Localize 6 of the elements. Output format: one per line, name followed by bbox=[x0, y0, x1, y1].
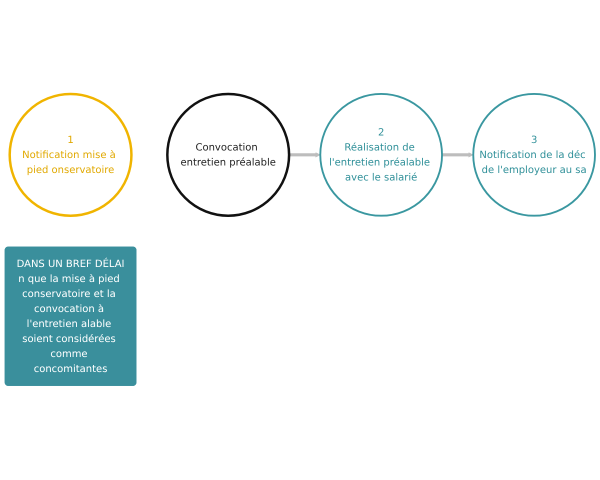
arrow bbox=[442, 152, 474, 158]
node-circle: 2 Réalisation de l'entretien préalable avec le salarié bbox=[319, 93, 443, 217]
node-circle: 3 Notification de la déc de l'employeur au sa bbox=[472, 93, 596, 217]
node-circle: 1 Notification mise à pied onservatoire bbox=[8, 92, 133, 218]
node-circle: Convocation entretien préalable bbox=[166, 92, 290, 218]
arrow bbox=[289, 152, 321, 158]
